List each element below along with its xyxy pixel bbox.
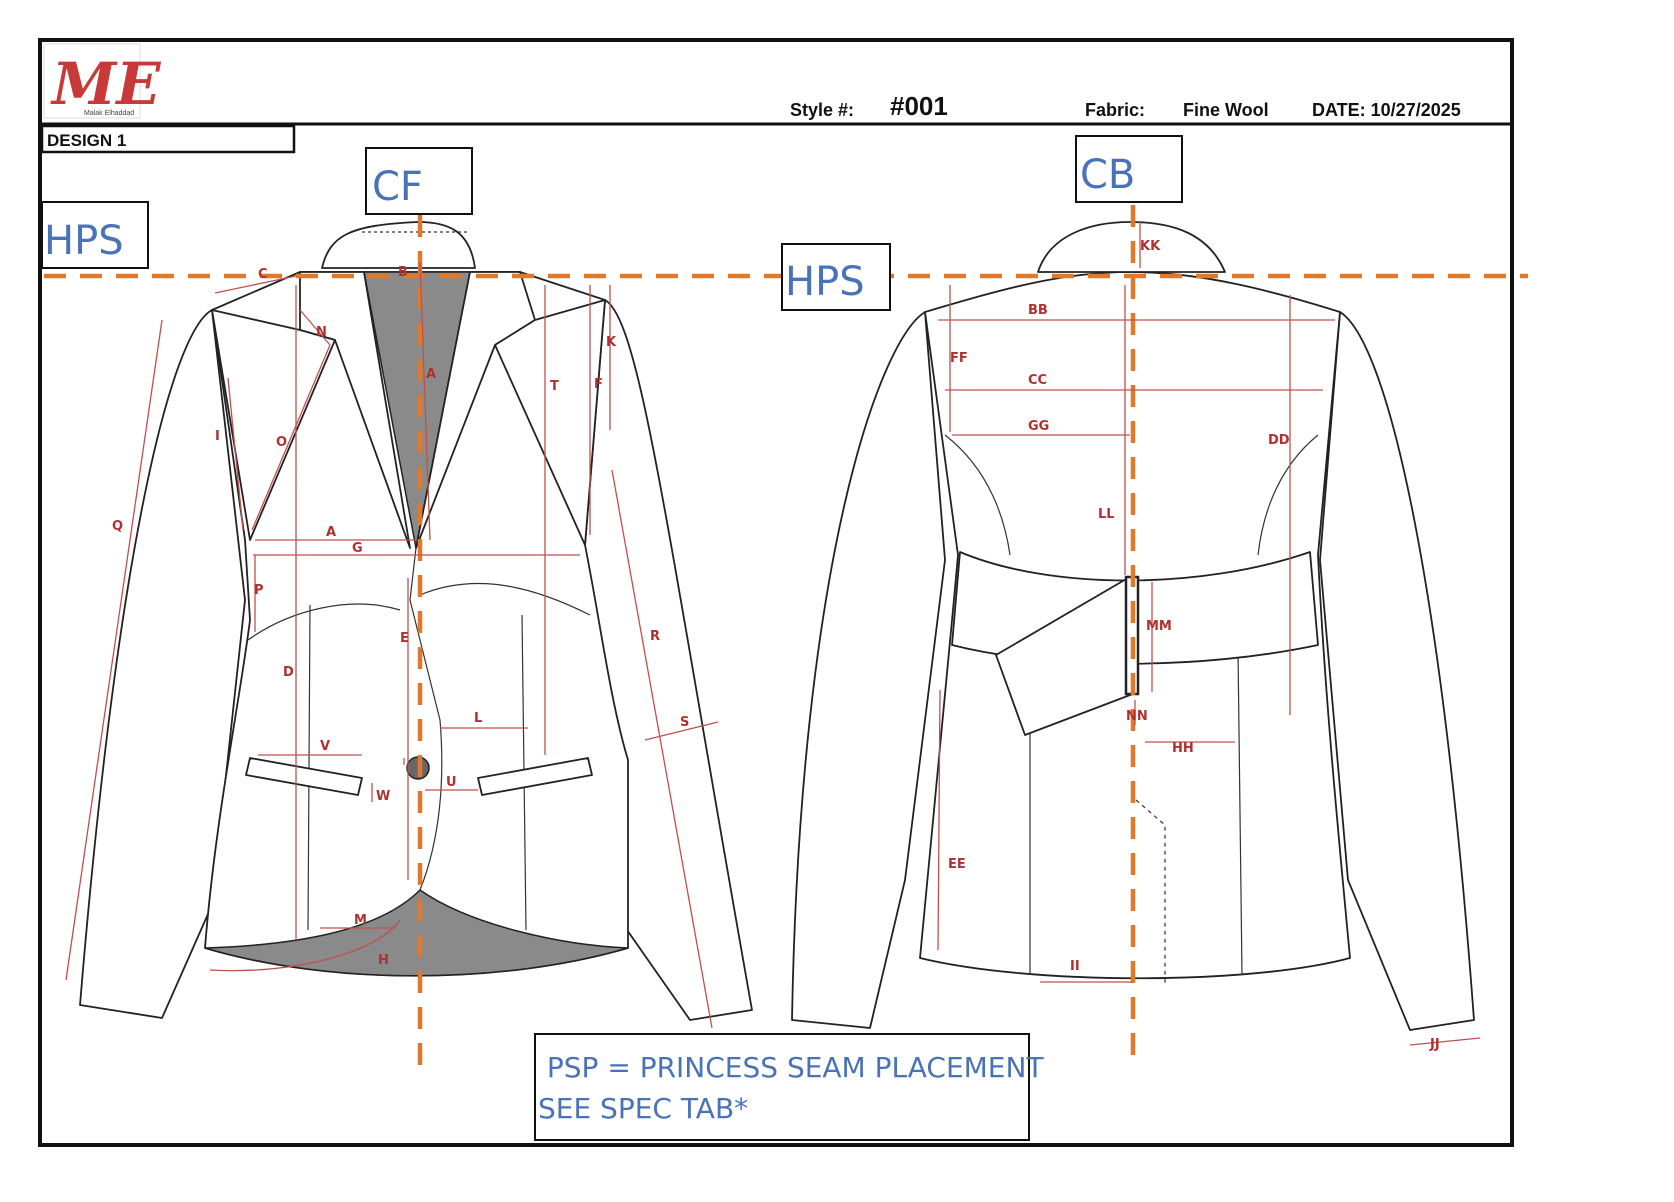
measure-label-ee: EE <box>948 857 966 872</box>
measure-label-f: F <box>594 377 603 392</box>
measure-label-a-chest: A <box>326 525 336 540</box>
measure-label-ff: FF <box>950 351 968 366</box>
front-left-welt-pocket <box>245 757 363 796</box>
measure-label-ll: LL <box>1098 507 1115 522</box>
hps-center-label: HPS <box>785 259 865 305</box>
brand-logo: ME Malak Elhaddad <box>43 43 161 119</box>
front-hem-lining <box>204 889 629 977</box>
measure-label-q: Q <box>112 519 123 534</box>
measure-label-dd: DD <box>1268 433 1290 448</box>
measure-label-l: L <box>474 711 482 726</box>
measure-label-o: O <box>276 435 287 450</box>
measure-label-u: U <box>446 775 457 790</box>
back-right-panel-seam <box>1237 649 1243 976</box>
cb-label-box <box>1075 135 1183 203</box>
back-right-sleeve <box>1319 311 1475 1031</box>
hps-left-label: HPS <box>44 218 124 264</box>
measure-label-v: V <box>320 739 330 754</box>
logo-caption: Malak Elhaddad <box>84 110 134 117</box>
measure-label-kk: KK <box>1140 239 1161 254</box>
date-label: DATE: 10/27/2025 <box>1312 100 1461 120</box>
back-vent <box>1135 799 1166 985</box>
front-waist-seam-right <box>419 583 591 616</box>
back-jacket-sketch <box>791 221 1475 1031</box>
cf-label: CF <box>372 164 423 210</box>
measure-label-a-top: A <box>426 367 436 382</box>
left-princess-seam <box>307 604 311 931</box>
psp-note-line-1: PSP = PRINCESS SEAM PLACEMENT <box>538 1051 1044 1084</box>
measure-label-r: R <box>650 629 660 644</box>
design-title-box <box>40 124 296 154</box>
measure-label-mm: MM <box>1146 619 1172 634</box>
measure-label-jj: JJ <box>1429 1037 1440 1052</box>
logo-letters: ME <box>50 50 161 118</box>
measure-label-d: D <box>283 665 294 680</box>
cf-label-box <box>365 147 473 215</box>
measure-label-p: P <box>254 583 264 598</box>
measure-label-nn: NN <box>1126 709 1148 724</box>
front-opening-edge <box>409 547 443 891</box>
measure-label-m: M <box>354 913 367 928</box>
measure-label-bb: BB <box>1028 303 1048 318</box>
measure-label-h: H <box>378 953 389 968</box>
back-measure-lines <box>937 222 1481 1046</box>
measure-label-ii: II <box>1070 959 1080 974</box>
hps-center-label-box <box>781 243 891 311</box>
back-right-seam-curve <box>1257 434 1319 556</box>
measure-label-c: C <box>258 267 268 282</box>
measure-label-b: B <box>398 265 408 280</box>
style-number-value: #001 <box>890 91 948 121</box>
back-left-seam-curve <box>944 434 1011 556</box>
measure-label-w: W <box>376 789 390 804</box>
back-left-sleeve <box>791 311 946 1029</box>
fabric-value: Fine Wool <box>1183 100 1269 120</box>
measure-label-s: S <box>680 715 689 730</box>
measure-label-n: N <box>316 325 327 340</box>
measure-label-t: T <box>550 379 559 394</box>
psp-note-line-2: SEE SPEC TAB* <box>538 1092 748 1125</box>
front-waist-seam <box>247 603 401 641</box>
front-measure-lines <box>65 261 719 1029</box>
front-left-lapel <box>299 271 411 549</box>
design-title: DESIGN 1 <box>47 131 126 150</box>
front-measure-label-group: C B N A T F K I O Q A G P E R D L S V W … <box>112 265 689 968</box>
psp-note-box <box>534 1033 1030 1141</box>
measure-label-hh: HH <box>1172 741 1194 756</box>
hps-left-label-box <box>41 201 149 269</box>
style-number-label: Style #: <box>790 100 854 120</box>
front-right-welt-pocket <box>477 757 593 796</box>
fabric-label: Fabric: <box>1085 100 1145 120</box>
front-right-lapel-revers <box>494 299 606 546</box>
measure-label-i: I <box>215 429 220 444</box>
measure-label-g: G <box>352 541 363 556</box>
cb-label: CB <box>1080 152 1135 198</box>
measure-label-gg: GG <box>1028 419 1049 434</box>
measure-label-cc: CC <box>1028 373 1047 388</box>
front-jacket-sketch <box>79 221 753 1021</box>
measure-label-k: K <box>606 335 617 350</box>
measure-label-e: E <box>400 631 409 646</box>
back-measure-label-group: KK BB FF CC GG DD LL MM NN HH EE II JJ <box>948 239 1440 1052</box>
front-left-sleeve <box>79 309 246 1019</box>
